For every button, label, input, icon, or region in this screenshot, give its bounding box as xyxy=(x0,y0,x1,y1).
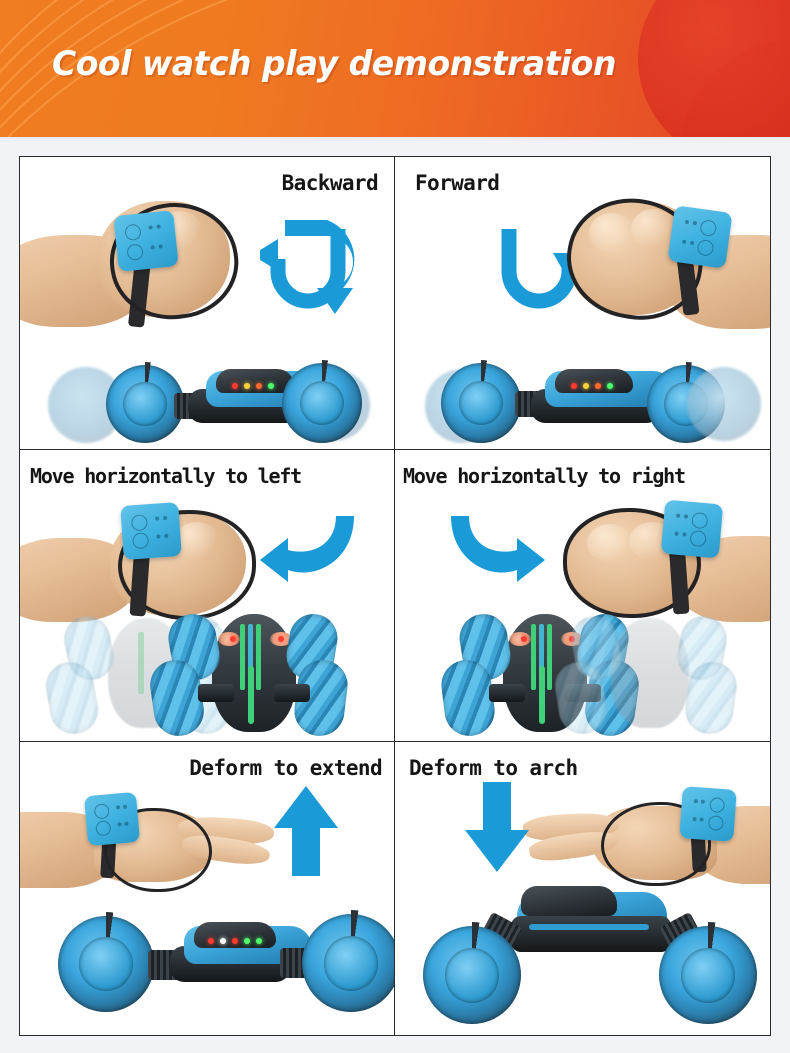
photo-hand-with-watch-forward xyxy=(545,187,770,337)
curved-arrow-left-icon xyxy=(260,515,354,582)
cell-label-move-left: Move horizontally to left xyxy=(30,463,302,488)
demo-grid: Backward xyxy=(19,156,771,1036)
vehicle-rc-car-arched xyxy=(413,882,763,1029)
arrow-up-icon xyxy=(274,786,338,877)
header-banner: Cool watch play demonstration xyxy=(0,0,790,137)
banner-circle-accent xyxy=(638,0,790,137)
watch-controller xyxy=(679,786,737,843)
vehicle-rc-car-side-backward xyxy=(46,353,376,449)
demo-cell-deform-arch[interactable]: Deform to arch xyxy=(395,742,770,1035)
photo-open-hand-with-watch-arch xyxy=(515,780,770,920)
photo-hand-with-watch-right xyxy=(525,494,770,626)
banner-shadow xyxy=(0,137,790,143)
cell-label-move-right: Move horizontally to right xyxy=(403,463,686,488)
cell-label-deform-arch: Deform to arch xyxy=(409,756,578,781)
curved-arrow-left-icon xyxy=(260,220,355,314)
watch-controller xyxy=(660,499,724,559)
cell-label-backward: Backward xyxy=(281,171,379,195)
demo-cell-forward[interactable]: Forward xyxy=(395,157,770,450)
banner-arc-decoration xyxy=(0,0,228,137)
watch-controller xyxy=(120,501,182,560)
vehicle-rc-car-extended xyxy=(44,898,394,1017)
watch-controller xyxy=(83,792,141,847)
photo-hand-with-watch-backward xyxy=(20,193,256,333)
demo-cell-deform-extend[interactable]: Deform to extend xyxy=(20,742,395,1035)
demo-cell-backward[interactable]: Backward xyxy=(20,157,395,450)
photo-open-hand-with-watch-extend xyxy=(20,786,290,916)
demo-cell-move-left[interactable]: Move horizontally to left xyxy=(20,449,395,743)
cell-label-forward: Forward xyxy=(415,171,500,195)
vehicle-rc-car-top-right xyxy=(405,600,765,742)
curved-arrow-right-icon xyxy=(451,515,545,582)
page-title: Cool watch play demonstration xyxy=(52,44,616,84)
demo-cell-move-right[interactable]: Move horizontally to right xyxy=(395,449,770,743)
arrow-down-icon xyxy=(465,782,529,873)
watch-controller xyxy=(113,210,179,272)
cell-label-deform-extend: Deform to extend xyxy=(189,756,382,781)
vehicle-rc-car-top-left xyxy=(34,600,394,742)
photo-hand-with-watch-left xyxy=(20,496,294,626)
watch-controller xyxy=(667,205,733,269)
vehicle-rc-car-side-forward xyxy=(419,353,761,449)
